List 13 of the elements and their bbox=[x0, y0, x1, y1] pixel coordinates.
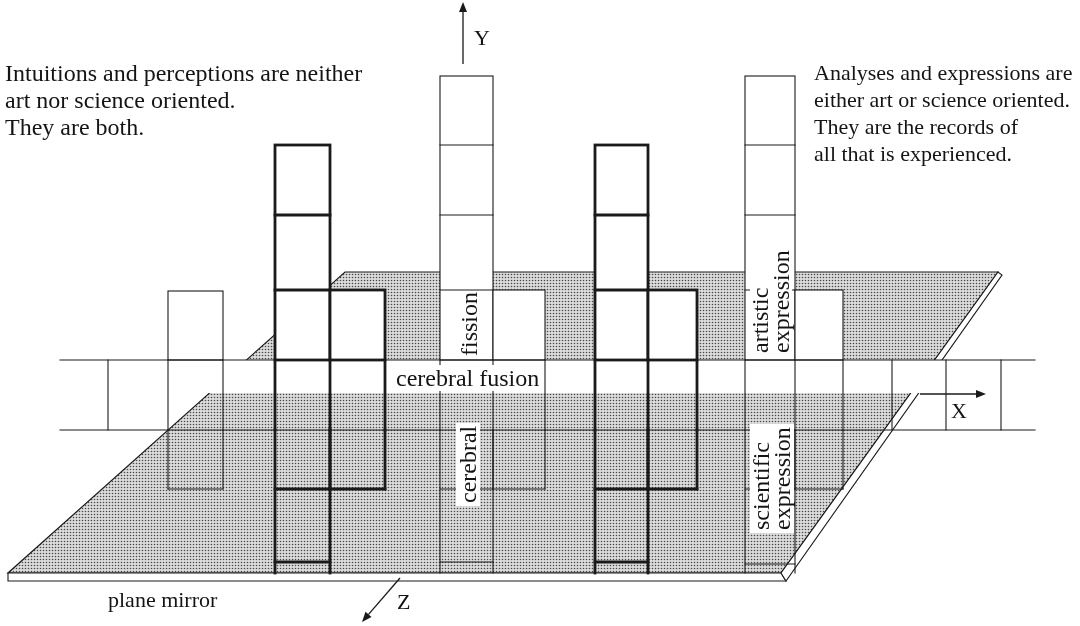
column-label: fission bbox=[458, 292, 480, 356]
axis-label: X bbox=[951, 399, 967, 423]
note-text: They are both. bbox=[5, 114, 146, 141]
note-text: They are the records of all that is experienced. bbox=[814, 113, 1019, 167]
note-text: Intuitions and perceptions are neither art nor science oriented. bbox=[5, 60, 364, 114]
column-label: artistic expression bbox=[750, 250, 792, 353]
axis-label: Z bbox=[397, 590, 411, 614]
column-label: scientific expression bbox=[750, 424, 794, 533]
column-label: cerebral bbox=[456, 423, 480, 506]
note-text: Analyses and expressions are either art or science oriented. bbox=[814, 59, 1074, 113]
band-label: cerebral fusion bbox=[394, 365, 542, 391]
plane-label: plane mirror bbox=[108, 588, 218, 612]
axis-label: Y bbox=[474, 26, 490, 50]
